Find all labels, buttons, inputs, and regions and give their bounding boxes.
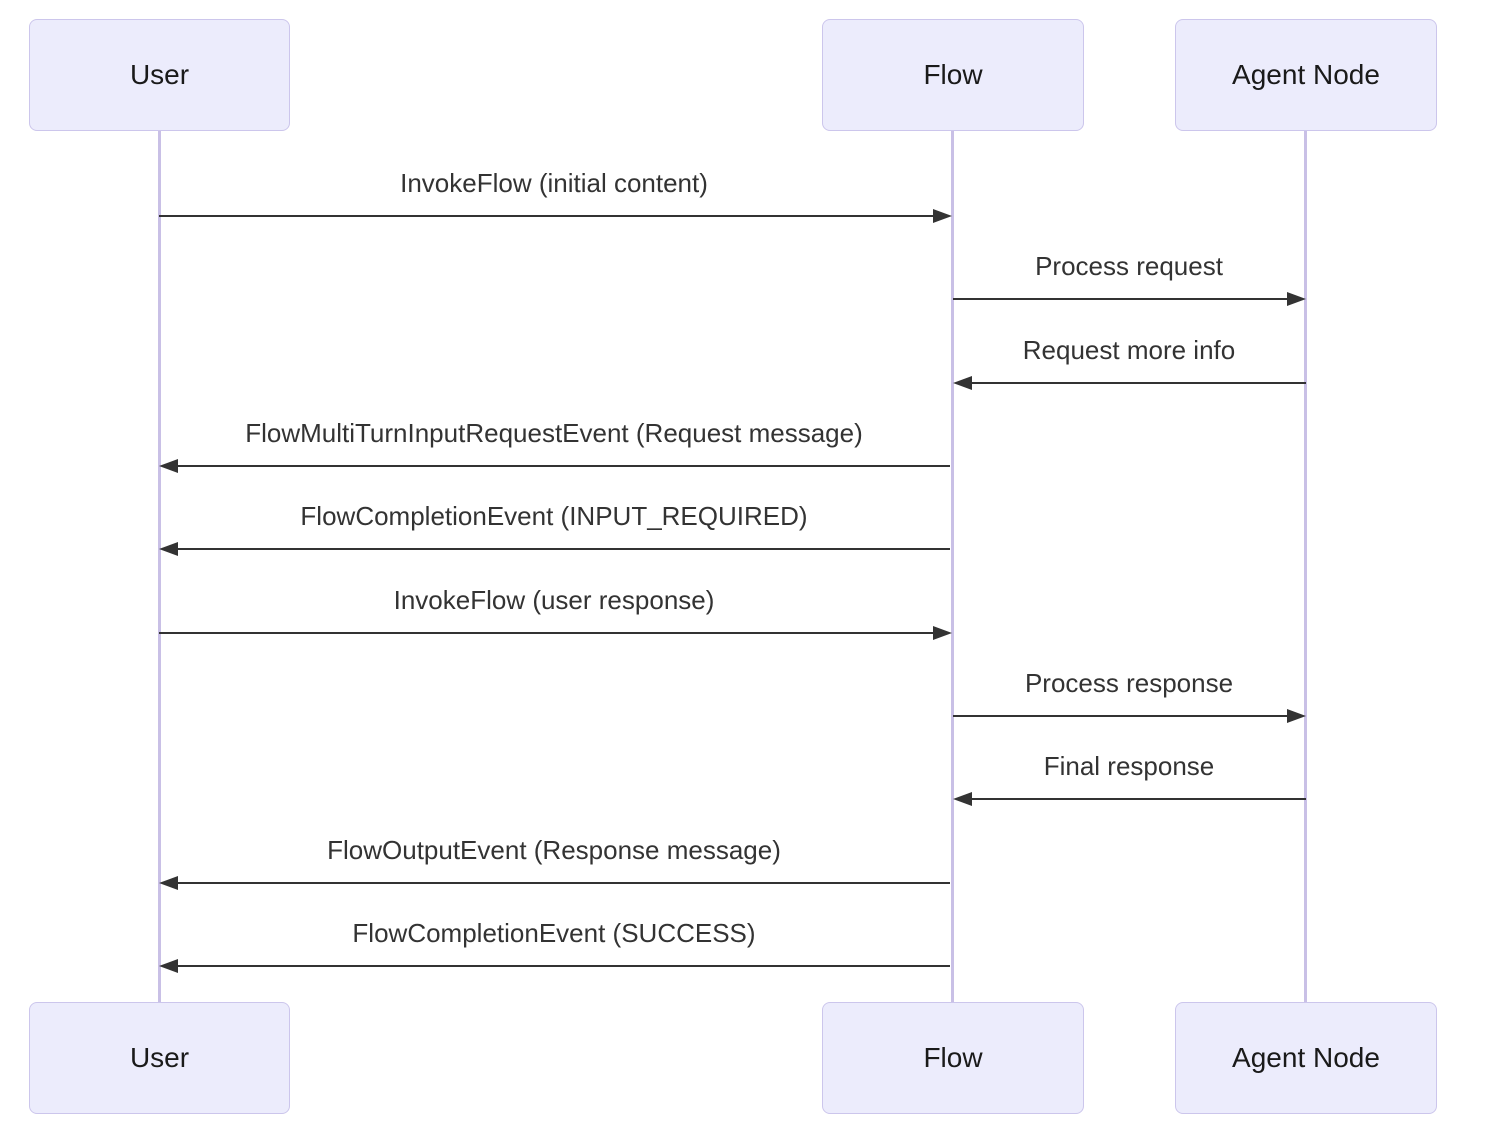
actor-user-top: User [29,19,290,131]
lifeline-agent-node [1304,131,1307,1002]
message-label: FlowCompletionEvent (INPUT_REQUIRED) [300,501,808,531]
lifeline-user [158,131,161,1002]
actor-agent-node-top: Agent Node [1175,19,1437,131]
actor-agent-node-label: Agent Node [1232,59,1380,90]
message-arrow-line [177,548,950,550]
message-label: Final response [1043,751,1215,781]
arrowhead-left-icon [953,376,972,390]
arrowhead-right-icon [1287,709,1306,723]
arrowhead-left-icon [159,542,178,556]
actor-user-bottom: User [29,1002,290,1114]
lifeline-flow [951,131,954,1002]
actor-user-label: User [129,1042,190,1073]
arrowhead-left-icon [159,459,178,473]
actor-flow-label: Flow [923,1042,983,1073]
actor-user-label: User [129,59,190,90]
arrowhead-right-icon [933,626,952,640]
message-arrow-line [159,215,933,217]
message-label: FlowMultiTurnInputRequestEvent (Request … [245,418,863,448]
message-arrow-line [177,465,950,467]
arrowhead-left-icon [953,792,972,806]
message-label: InvokeFlow (initial content) [400,168,708,198]
message-label: Process response [1024,668,1234,698]
arrowhead-right-icon [933,209,952,223]
message-label: Request more info [1022,335,1236,365]
actor-flow-top: Flow [822,19,1084,131]
arrowhead-left-icon [159,959,178,973]
message-arrow-line [971,382,1306,384]
message-label: InvokeFlow (user response) [393,585,715,615]
message-arrow-line [953,715,1288,717]
actor-flow-label: Flow [923,59,983,90]
actor-agent-node-bottom: Agent Node [1175,1002,1437,1114]
message-arrow-line [953,298,1288,300]
message-label: FlowOutputEvent (Response message) [327,835,781,865]
actor-flow-bottom: Flow [822,1002,1084,1114]
message-arrow-line [177,882,950,884]
arrowhead-right-icon [1287,292,1306,306]
message-arrow-line [971,798,1306,800]
actor-agent-node-label: Agent Node [1232,1042,1380,1073]
message-label: Process request [1035,251,1223,281]
message-label: FlowCompletionEvent (SUCCESS) [352,918,756,948]
arrowhead-left-icon [159,876,178,890]
message-arrow-line [177,965,950,967]
message-arrow-line [159,632,933,634]
